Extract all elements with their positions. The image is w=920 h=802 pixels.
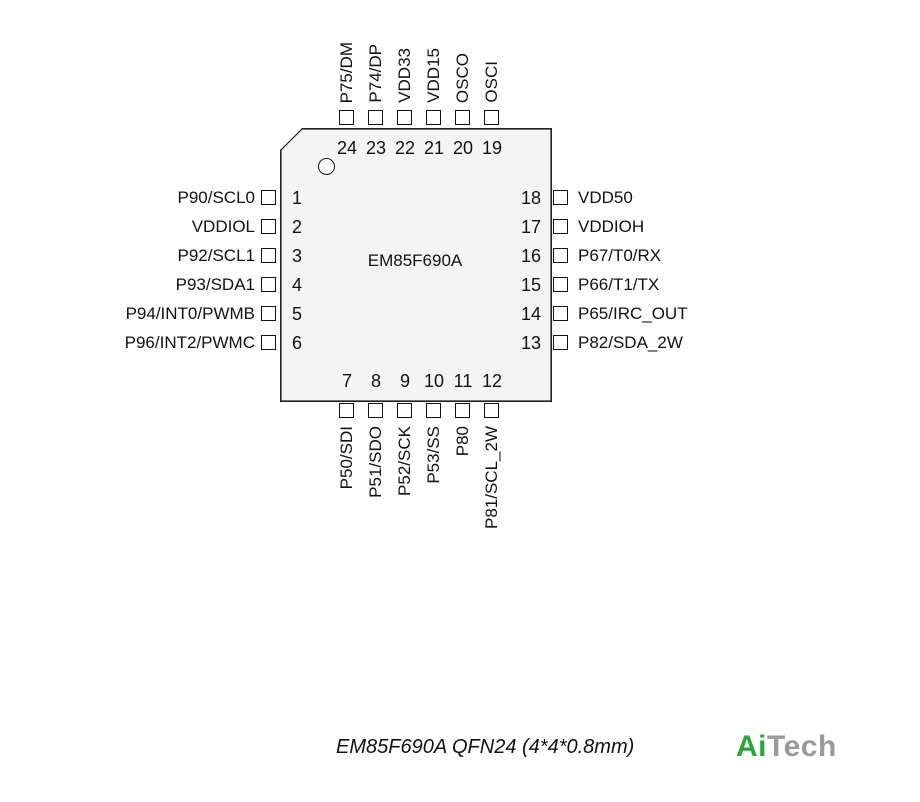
pin-pad (261, 248, 276, 263)
pin-pad (484, 403, 499, 418)
pin-pad (397, 110, 412, 125)
pin-pad (455, 110, 470, 125)
pin-label: P82/SDA_2W (578, 333, 683, 352)
pin-label: P75/DM (337, 41, 356, 103)
pin-pad (484, 110, 499, 125)
pin-label: P67/T0/RX (578, 246, 662, 265)
chip-name: EM85F690A (367, 251, 463, 270)
pin-number: 6 (292, 333, 303, 353)
pin-label: OSCO (453, 52, 472, 103)
pin-label: VDD50 (578, 188, 633, 207)
pin-number: 12 (481, 371, 503, 391)
pin-number: 16 (521, 246, 542, 266)
pin-label: P93/SDA1 (175, 275, 255, 294)
pin-pad (553, 219, 568, 234)
pin-number: 7 (341, 371, 352, 391)
pin-number: 19 (481, 138, 503, 158)
pin-label: P92/SCL1 (177, 246, 256, 265)
pin-number: 20 (452, 138, 474, 158)
pin-label: OSCI (482, 61, 501, 103)
brand-logo: AiTech (736, 730, 837, 764)
pin-label: P94/INT0/PWMB (125, 304, 255, 323)
pin-pad (426, 110, 441, 125)
pin-pad (553, 335, 568, 350)
pin-number: 21 (423, 138, 445, 158)
pin-label: P50/SDI (337, 426, 356, 490)
pin-pad (261, 306, 276, 321)
pin-label: P74/DP (366, 44, 385, 103)
pin-number: 13 (521, 333, 542, 353)
pin-pad (553, 248, 568, 263)
pin-pad (339, 403, 354, 418)
pin-number: 8 (370, 371, 381, 391)
pin-pad (368, 403, 383, 418)
pin-label: P90/SCL0 (177, 188, 256, 207)
pin-pad (339, 110, 354, 125)
pin-label: P80 (453, 426, 472, 457)
pin-number: 17 (521, 217, 542, 237)
pin-number: 14 (521, 304, 542, 324)
brand-logo-part2: Tech (767, 730, 837, 763)
pin-label: P81/SCL_2W (482, 426, 501, 529)
pin-label: VDD33 (395, 48, 414, 103)
pin-pad (426, 403, 441, 418)
pin-pad (368, 110, 383, 125)
pin-number: 3 (292, 246, 303, 266)
pin-label: P51/SDO (366, 426, 385, 498)
pin-number: 4 (292, 275, 303, 295)
pin-label: P65/IRC_OUT (578, 304, 688, 323)
pin1-indicator-dot (318, 158, 335, 175)
pin-number: 24 (336, 138, 358, 158)
pin-number: 1 (292, 188, 303, 208)
pin-label: VDDIOL (191, 217, 255, 236)
pin-number: 5 (292, 304, 303, 324)
pin-pad (261, 219, 276, 234)
pin-number: 23 (365, 138, 387, 158)
brand-logo-part1: Ai (736, 730, 767, 763)
pin-label: VDDIOH (578, 217, 645, 236)
pin-number: 22 (394, 138, 416, 158)
pin-label: P52/SCK (395, 426, 414, 496)
package-caption: EM85F690A QFN24 (4*4*0.8mm) (336, 736, 635, 758)
pin-label: VDD15 (424, 48, 443, 103)
pin-label: P53/SS (424, 426, 443, 484)
pin-pad (455, 403, 470, 418)
pin-number: 15 (521, 275, 542, 295)
pin-number: 9 (399, 371, 410, 391)
pin-number: 18 (521, 188, 542, 208)
pin-number: 11 (453, 371, 473, 391)
pin-pad (261, 190, 276, 205)
pin-number: 2 (292, 217, 303, 237)
pin-pad (553, 277, 568, 292)
pin-label: P66/T1/TX (578, 275, 660, 294)
pin-pad (261, 277, 276, 292)
pin-pad (553, 190, 568, 205)
pin-pad (397, 403, 412, 418)
pin-label: P96/INT2/PWMC (124, 333, 255, 352)
pin-pad (553, 306, 568, 321)
pin-pad (261, 335, 276, 350)
pin-number: 10 (423, 371, 445, 391)
